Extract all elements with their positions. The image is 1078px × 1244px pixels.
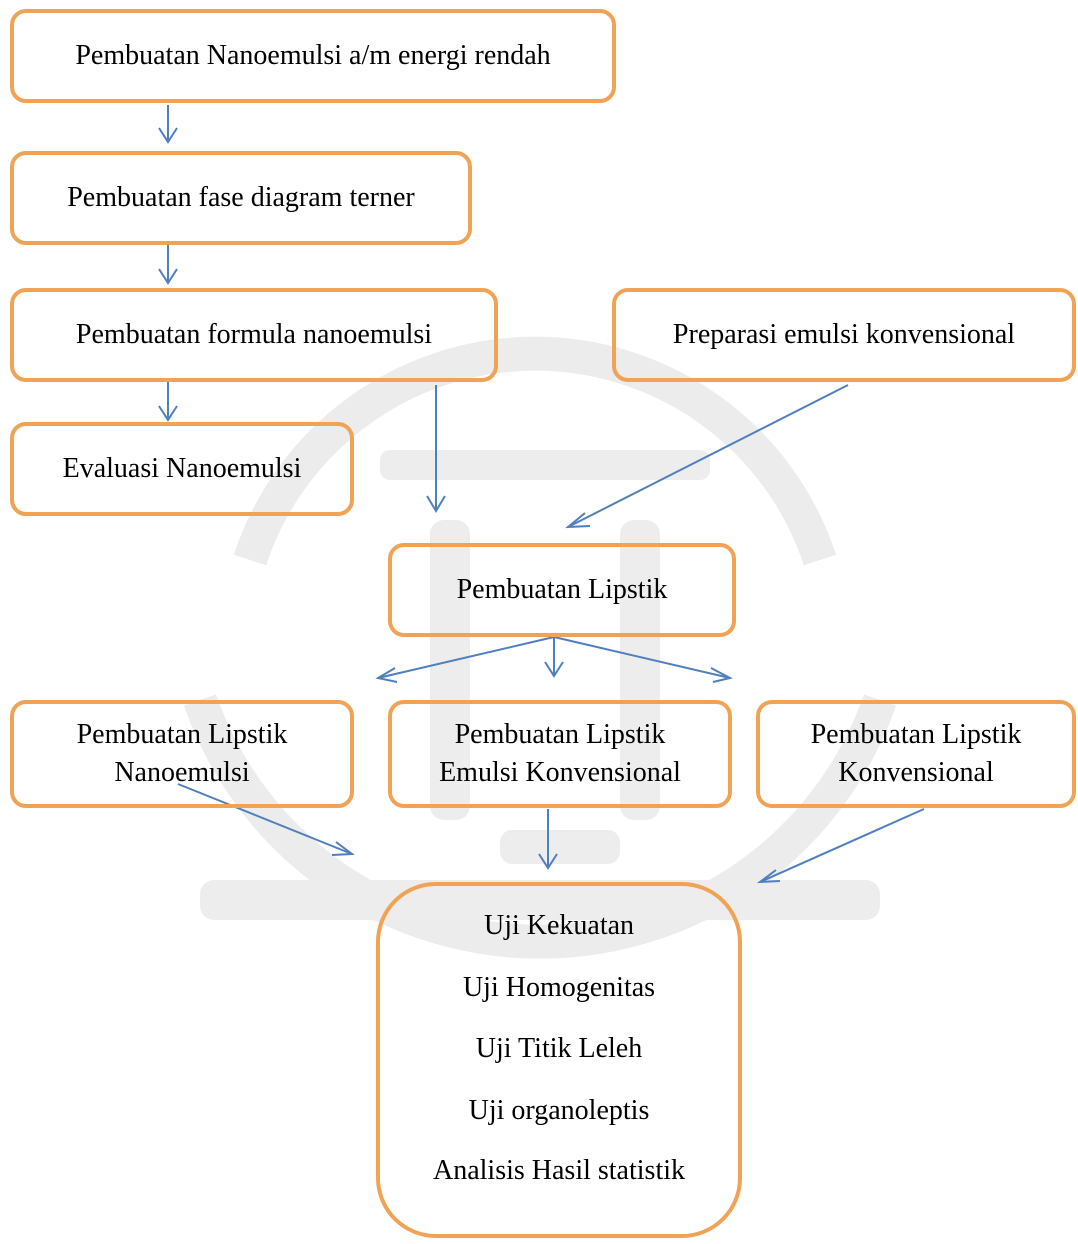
- uji-titik-leleh: Uji Titik Leleh: [475, 1033, 643, 1064]
- node-label-line2: Emulsi Konvensional: [439, 757, 681, 788]
- node-label: Pembuatan formula nanoemulsi: [75, 319, 433, 350]
- node-label: Pembuatan fase diagram terner: [67, 182, 415, 213]
- node-lipstik-emulsi-konvensional: Pembuatan Lipstik Emulsi Konvensional: [388, 700, 732, 808]
- node-label: Evaluasi Nanoemulsi: [62, 453, 302, 484]
- node-label-line2: Konvensional: [838, 757, 994, 788]
- node-fase-diagram-terner: Pembuatan fase diagram terner: [10, 151, 472, 245]
- uji-organoleptis: Uji organoleptis: [468, 1095, 650, 1126]
- node-preparasi-emulsi: Preparasi emulsi konvensional: [612, 288, 1076, 382]
- uji-kekuatan: Uji Kekuatan: [483, 910, 635, 941]
- node-formula-nanoemulsi: Pembuatan formula nanoemulsi: [10, 288, 498, 382]
- node-label-line1: Pembuatan Lipstik: [454, 719, 666, 750]
- node-pengujian: Uji Kekuatan Uji Homogenitas Uji Titik L…: [376, 882, 742, 1238]
- node-lipstik-konvensional: Pembuatan Lipstik Konvensional: [756, 700, 1076, 808]
- node-label: Preparasi emulsi konvensional: [672, 319, 1016, 350]
- node-label: Pembuatan Nanoemulsi a/m energi rendah: [75, 40, 551, 71]
- uji-homogenitas: Uji Homogenitas: [462, 972, 656, 1003]
- node-label: Pembuatan Lipstik: [456, 574, 668, 605]
- node-label-line1: Pembuatan Lipstik: [76, 719, 288, 750]
- node-label-line1: Pembuatan Lipstik: [810, 719, 1022, 750]
- analisis-hasil-statistik: Analisis Hasil statistik: [433, 1155, 685, 1186]
- node-pembuatan-lipstik: Pembuatan Lipstik: [388, 543, 736, 637]
- node-lipstik-nanoemulsi: Pembuatan Lipstik Nanoemulsi: [10, 700, 354, 808]
- node-label-line2: Nanoemulsi: [114, 757, 250, 788]
- node-evaluasi-nanoemulsi: Evaluasi Nanoemulsi: [10, 422, 354, 516]
- node-nanoemulsi-energi-rendah: Pembuatan Nanoemulsi a/m energi rendah: [10, 9, 616, 103]
